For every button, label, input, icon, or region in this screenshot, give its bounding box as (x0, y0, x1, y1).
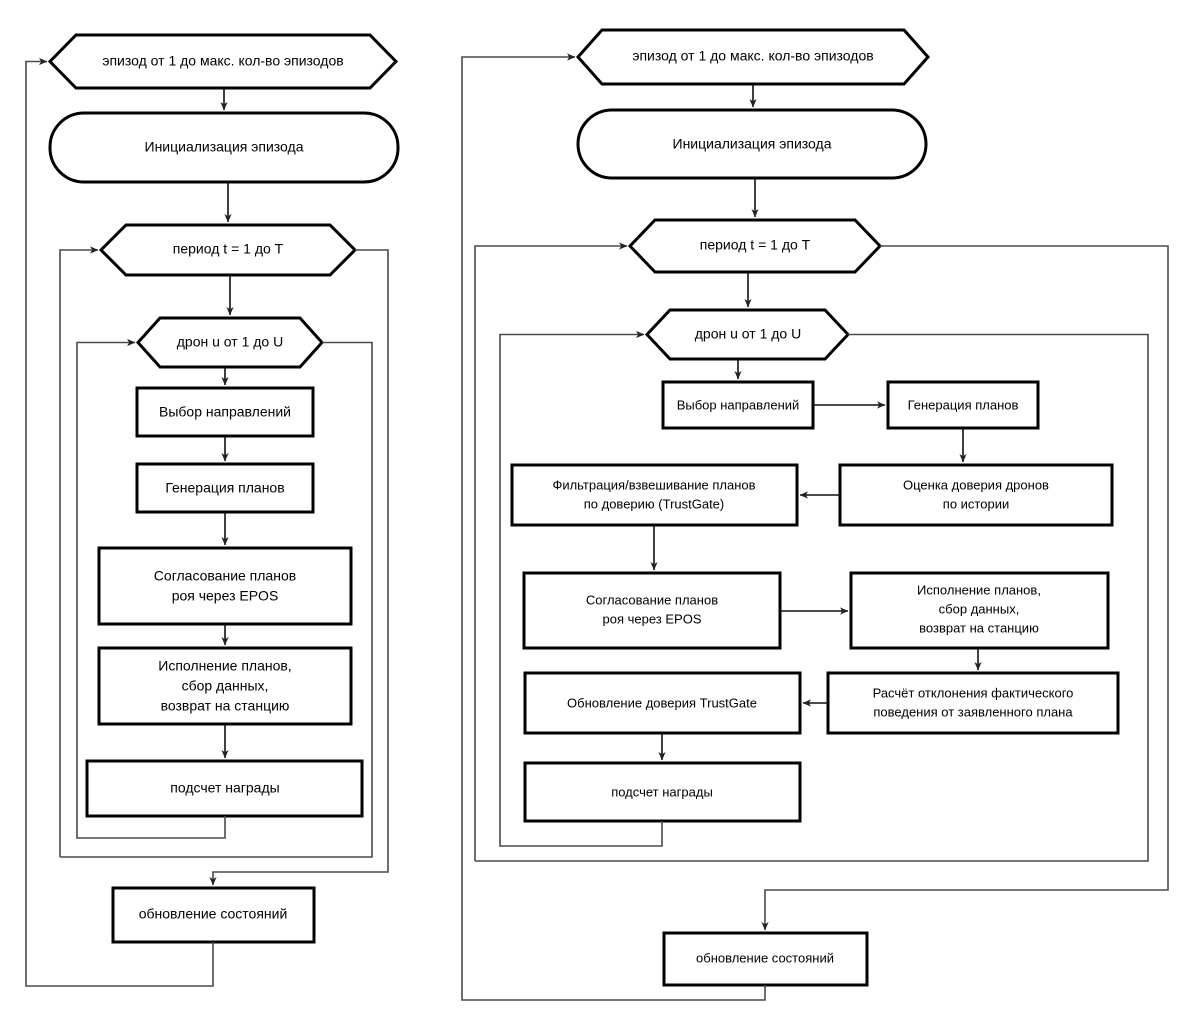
right-panel: эпизод от 1 до макс. кол-во эпизодов Ини… (461, 28, 1169, 1001)
right-choose-directions-label: Выбор направлений (677, 397, 800, 412)
right-coordinate-plans-label-line1: Согласование планов (586, 592, 718, 607)
right-reward-node[interactable]: подсчет награды (523, 761, 802, 823)
left-update-states-node[interactable]: обновление состояний (111, 886, 316, 944)
right-execute-plans-label-line2: сбор данных, (939, 601, 1020, 616)
left-execute-plans-node[interactable]: Исполнение планов, сбор данных, возврат … (97, 646, 353, 726)
left-update-states-label: обновление состояний (139, 906, 288, 922)
right-episode-loop-node[interactable]: эпизод от 1 до макс. кол-во эпизодов (575, 28, 931, 86)
left-episode-loop-node[interactable]: эпизод от 1 до макс. кол-во эпизодов (47, 33, 399, 90)
right-drone-loop-label: дрон u от 1 до U (695, 326, 801, 342)
process-rect-shape (135, 386, 315, 438)
right-trust-update-node[interactable]: Обновление доверия TrustGate (523, 671, 802, 735)
process-rect-shape (661, 380, 815, 430)
right-loop-drone-exit (475, 333, 1149, 862)
right-trust-filter-label-line1: Фильтрация/взвешивание планов (552, 477, 755, 492)
right-generate-plans-label: Генерация планов (908, 397, 1019, 412)
process-rect-shape (838, 463, 1114, 527)
left-execute-plans-label-line3: возврат на станцию (161, 698, 290, 714)
left-episode-loop-label: эпизод от 1 до макс. кол-во эпизодов (102, 53, 343, 69)
left-period-loop-label: период t = 1 до T (173, 241, 284, 257)
right-generate-plans-node[interactable]: Генерация планов (886, 380, 1040, 430)
process-rect-shape (826, 671, 1120, 735)
right-period-loop-label: период t = 1 до T (700, 237, 811, 253)
right-update-states-label: обновление состояний (696, 950, 834, 965)
left-loop-drone-back (76, 338, 226, 839)
right-coordinate-plans-node[interactable]: Согласование планов роя через EPOS (522, 571, 782, 650)
left-period-loop-node[interactable]: период t = 1 до T (98, 223, 358, 277)
process-rect-shape (135, 462, 315, 514)
right-loop-period-exit (761, 245, 1169, 931)
left-loop-period-exit (209, 249, 389, 886)
left-loop-episode-back (25, 57, 214, 987)
left-drone-loop-label: дрон u от 1 до U (177, 334, 283, 350)
process-rect-shape (510, 463, 799, 527)
left-loop-period-back (59, 246, 99, 857)
left-choose-directions-label: Выбор направлений (159, 404, 291, 420)
right-trust-filter-label-line2: по доверию (TrustGate) (584, 496, 725, 511)
right-period-loop-node[interactable]: период t = 1 до T (627, 218, 883, 274)
left-generate-plans-node[interactable]: Генерация планов (135, 462, 315, 514)
hexagon-shape (627, 218, 883, 274)
right-reward-label: подсчет награды (611, 784, 713, 799)
process-rect-shape (97, 546, 353, 626)
process-rect-shape (849, 571, 1110, 650)
right-episode-loop-label: эпизод от 1 до макс. кол-во эпизодов (632, 48, 873, 64)
right-execute-plans-label-line1: Исполнение планов, (917, 582, 1041, 597)
hexagon-shape (135, 316, 325, 369)
right-execute-plans-label-line3: возврат на станцию (919, 620, 1039, 635)
hexagon-shape (644, 308, 851, 361)
left-execute-plans-label-line1: Исполнение планов, (158, 658, 291, 674)
left-generate-plans-label: Генерация планов (165, 480, 284, 496)
hexagon-shape (575, 28, 931, 86)
right-deviation-label-line2: поведения от заявленного плана (873, 704, 1073, 719)
left-coordinate-plans-label-line2: роя через EPOS (172, 588, 279, 604)
right-execute-plans-node[interactable]: Исполнение планов, сбор данных, возврат … (849, 571, 1110, 650)
hexagon-shape (98, 223, 358, 277)
left-reward-label: подсчет награды (170, 780, 279, 796)
right-loop-period-back (474, 242, 628, 861)
right-deviation-node[interactable]: Расчёт отклонения фактического поведения… (826, 671, 1120, 735)
right-episode-init-label: Инициализация эпизода (673, 136, 832, 152)
left-episode-init-node[interactable]: Инициализация эпизода (48, 111, 400, 184)
left-drone-loop-node[interactable]: дрон u от 1 до U (135, 316, 325, 369)
right-choose-directions-node[interactable]: Выбор направлений (661, 380, 815, 430)
left-coordinate-plans-label-line1: Согласование планов (154, 568, 296, 584)
left-panel: эпизод от 1 до макс. кол-во эпизодов Ини… (25, 33, 400, 987)
left-coordinate-plans-node[interactable]: Согласование планов роя через EPOS (97, 546, 353, 626)
right-trust-update-label: Обновление доверия TrustGate (567, 695, 757, 710)
process-rect-shape (523, 761, 802, 823)
rounded-rect-shape (576, 108, 928, 180)
right-update-states-node[interactable]: обновление состояний (662, 931, 869, 987)
right-trust-filter-node[interactable]: Фильтрация/взвешивание планов по доверию… (510, 463, 799, 527)
left-reward-node[interactable]: подсчет награды (85, 759, 364, 818)
right-trust-estimate-node[interactable]: Оценка доверия дронов по истории (838, 463, 1114, 527)
process-rect-shape (111, 886, 316, 944)
process-rect-shape (662, 931, 869, 987)
right-trust-estimate-label-line1: Оценка доверия дронов (903, 477, 1049, 492)
process-rect-shape (85, 759, 364, 818)
rounded-rect-shape (48, 111, 400, 184)
right-deviation-label-line1: Расчёт отклонения фактического (873, 685, 1074, 700)
process-rect-shape (97, 646, 353, 726)
right-trust-estimate-label-line2: по истории (943, 496, 1009, 511)
left-episode-init-label: Инициализация эпизода (145, 139, 304, 155)
right-coordinate-plans-label-line2: роя через EPOS (603, 611, 702, 626)
hexagon-shape (47, 33, 399, 90)
left-loop-drone-exit (60, 341, 373, 858)
right-loop-drone-back (499, 330, 663, 847)
left-choose-directions-node[interactable]: Выбор направлений (135, 386, 315, 438)
right-episode-init-node[interactable]: Инициализация эпизода (576, 108, 928, 180)
right-drone-loop-node[interactable]: дрон u от 1 до U (644, 308, 851, 361)
left-execute-plans-label-line2: сбор данных, (182, 678, 269, 694)
process-rect-shape (522, 571, 782, 650)
right-loop-episode-back (461, 53, 766, 1001)
